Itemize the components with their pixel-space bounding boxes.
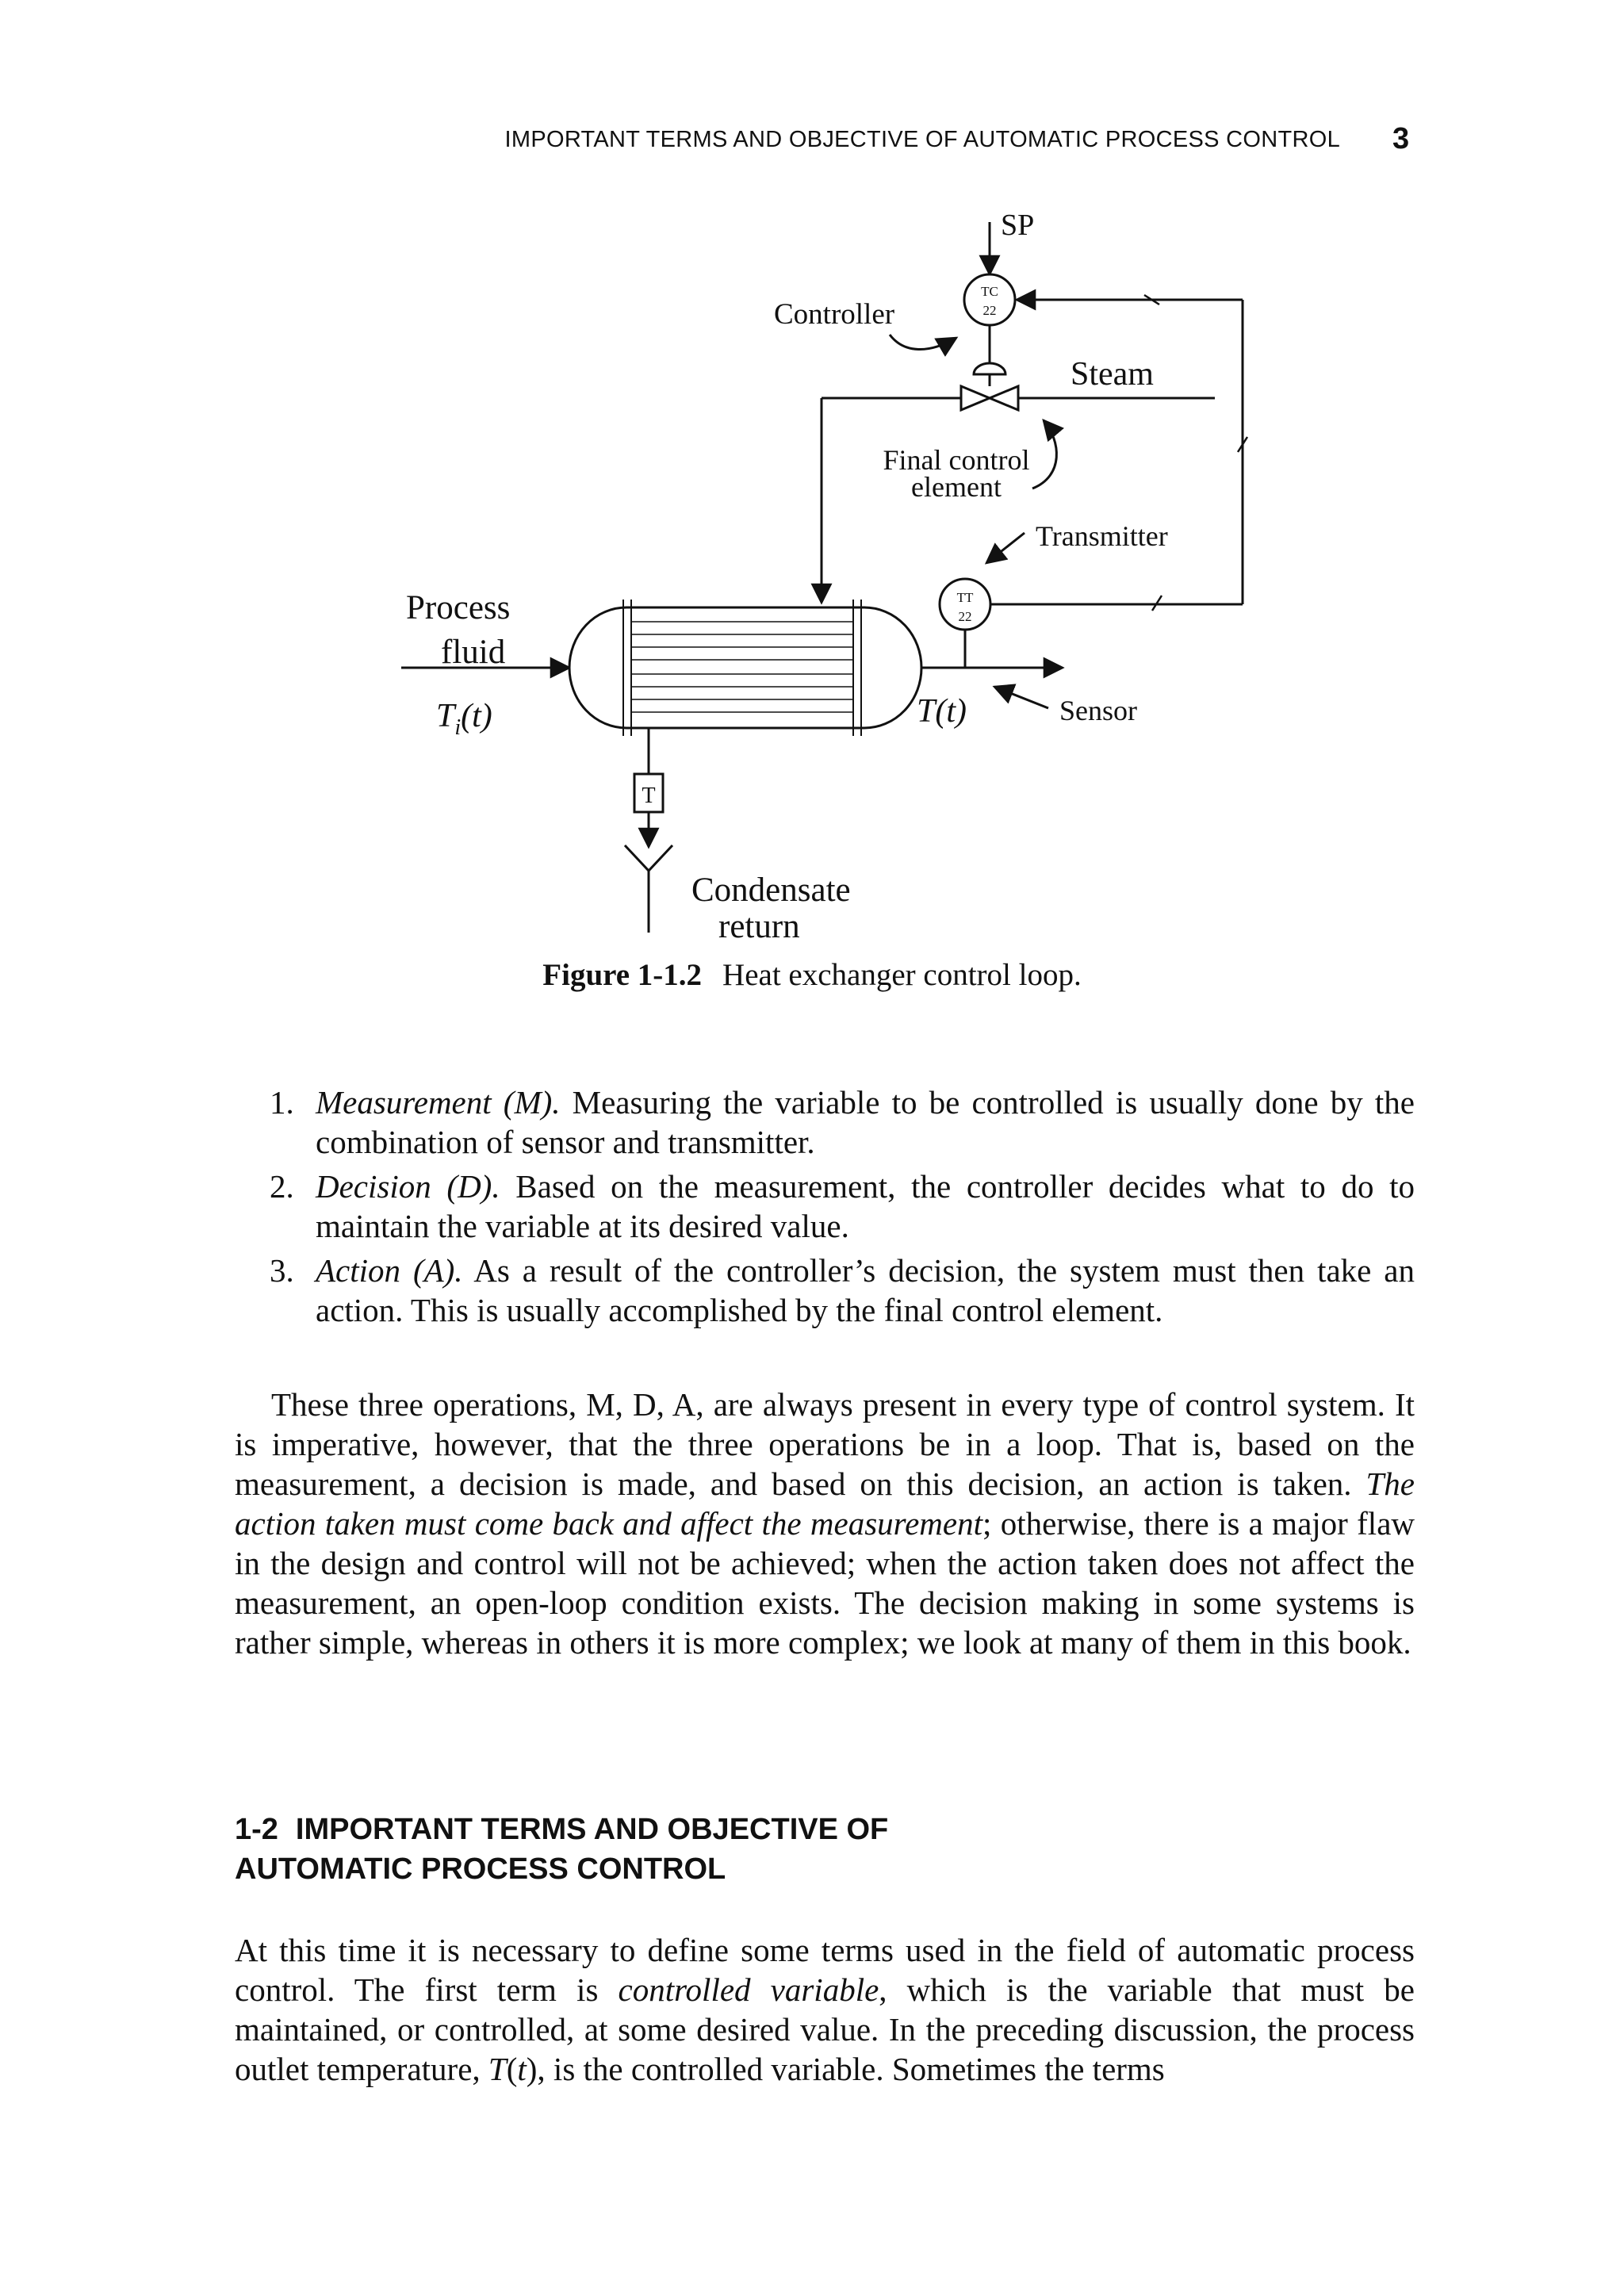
paragraph-text: At this time it is necessary to define s… [235,1932,1415,2008]
sp-label: SP [1001,209,1034,242]
drain-funnel-icon [623,844,674,873]
tt-tag-label: TT [957,590,974,605]
tt-tag-number: 22 [959,609,972,624]
list-item-text: As a result of the controller’s decision… [316,1252,1415,1328]
section-title-line1: IMPORTANT TERMS AND OBJECTIVE OF [295,1813,889,1846]
paragraph-text: ( [506,2051,518,2087]
controller-pointer-arrow [888,334,959,357]
sensor-pointer-arrow [992,684,1049,710]
inlet-temperature-label: Ti(t) [436,698,492,740]
list-item-number: 1. [270,1084,294,1121]
figure-caption: Figure 1-1.2 Heat exchanger control loop. [0,957,1624,993]
paragraph-text: ), is the controlled variable. Sometimes… [526,2051,1165,2087]
list-item-number: 2. [270,1168,294,1205]
list-item-text: Based on the measurement, the controller… [316,1168,1415,1244]
fluid-label: fluid [441,634,505,671]
list-item-text: Measuring the variable to be controlled … [316,1084,1415,1160]
return-label: return [718,908,800,945]
outlet-temperature-label: T(t) [917,693,967,730]
final-control-label: Final control [883,444,1030,476]
transmitter-label: Transmitter [1036,520,1168,552]
body-paragraph-loop: These three operations, M, D, A, are alw… [235,1385,1415,1662]
tc-tag-label: TC [981,284,998,299]
list-item-term: Action (A). [316,1252,463,1289]
valve-actuator [972,362,1007,376]
heat-exchanger-shell [568,606,923,730]
figure-caption-text: Heat exchanger control loop. [722,958,1082,992]
paragraph-emphasis: t [517,2051,527,2087]
list-item-term: Decision (D). [316,1168,500,1205]
list-item-term: Measurement (M). [316,1084,561,1121]
steam-label: Steam [1071,356,1154,393]
condensate-label: Condensate [691,872,851,909]
section-number: 1-2 [235,1813,278,1846]
controller-label: Controller [774,298,894,331]
page-number: 3 [1392,122,1410,155]
final-control-label-2: element [911,471,1002,503]
heat-exchanger-tubes [631,621,853,713]
paragraph-text: ; otherwise, there is a major flaw in th… [235,1505,1415,1661]
body-paragraph-terms: At this time it is necessary to define s… [235,1930,1415,2089]
heat-exchanger-diagram: SP Controller TC 22 Steam Final control … [401,209,1249,945]
sensor-label: Sensor [1059,695,1137,726]
tc-tag-number: 22 [983,303,997,318]
paragraph-emphasis: The action taken must come back and affe… [235,1465,1415,1542]
mda-steps-list: 1. Measurement (M). Measuring the variab… [235,1082,1415,1335]
running-head: IMPORTANT TERMS AND OBJECTIVE OF AUTOMAT… [504,127,1340,152]
control-valve-icon [959,384,1020,412]
paragraph-emphasis: controlled variable [618,1971,879,2008]
paragraph-text: These three operations, M, D, A, are alw… [235,1386,1415,1502]
paragraph-emphasis: T [488,2051,507,2087]
list-item: 2. Decision (D). Based on the measuremen… [235,1167,1415,1246]
list-item: 1. Measurement (M). Measuring the variab… [235,1082,1415,1162]
list-item: 3. Action (A). As a result of the contro… [235,1251,1415,1330]
section-heading: 1-2 IMPORTANT TERMS AND OBJECTIVE OF AUTO… [235,1810,888,1889]
steam-trap-label: T [642,783,655,808]
transmitter-pointer-arrow [984,531,1025,565]
list-item-number: 3. [270,1252,294,1289]
final-control-pointer-arrow [1032,418,1064,490]
section-title-line2: AUTOMATIC PROCESS CONTROL [235,1852,726,1886]
process-label: Process [406,589,510,626]
figure-number: Figure 1-1.2 [542,958,703,992]
paragraph-text: , which is the variable that must be mai… [235,1971,1415,2087]
